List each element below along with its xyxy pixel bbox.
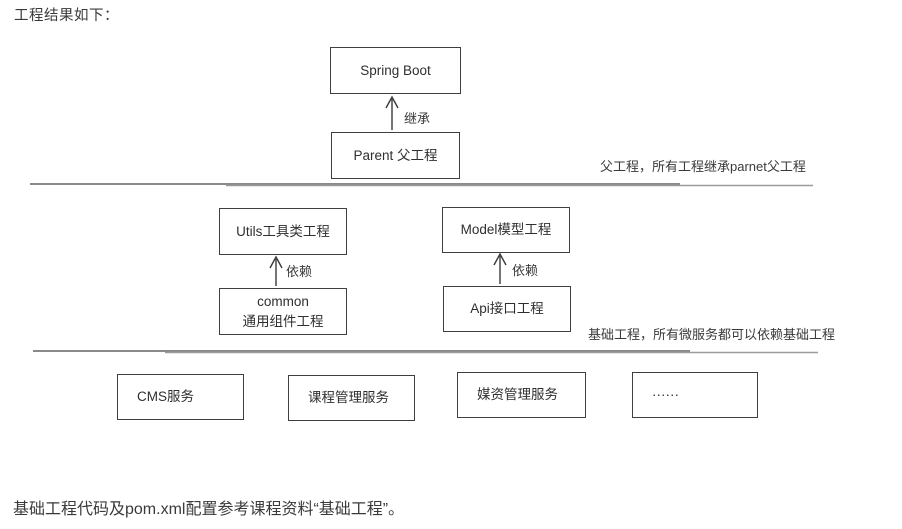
parent-project-box: Parent 父工程 [331,132,460,179]
divider-line-top [30,183,813,187]
course-service-box: 课程管理服务 [288,375,415,421]
media-service-label: 媒资管理服务 [477,387,558,403]
inherit-edge-label: 继承 [404,111,431,126]
depend-arrow-right-icon [493,252,507,284]
model-project-box: Model模型工程 [442,207,570,253]
more-services-box: ······ [632,372,758,418]
model-project-label: Model模型工程 [460,222,552,238]
cms-service-box: CMS服务 [117,374,244,420]
media-service-box: 媒资管理服务 [457,372,586,418]
depend-edge-label-left: 依赖 [286,264,313,279]
spring-boot-label: Spring Boot [360,62,431,78]
intro-text: 工程结果如下： [14,8,119,24]
utils-project-box: Utils工具类工程 [219,208,347,255]
depend-edge-label-right: 依赖 [512,263,539,278]
footer-text: 基础工程代码及pom.xml配置参考课程资料“基础工程”。 [13,501,405,518]
course-service-label: 课程管理服务 [308,390,389,406]
more-services-label: ······ [652,387,679,403]
spring-boot-box: Spring Boot [330,47,461,94]
parent-project-label: Parent 父工程 [353,147,438,163]
api-project-label: Api接口工程 [470,301,544,317]
inherit-arrow-icon [385,95,399,130]
divider-line-bottom [33,350,818,354]
parent-note: 父工程，所有工程继承parnet父工程 [600,159,806,174]
api-project-box: Api接口工程 [443,286,571,332]
common-project-box: common 通用组件工程 [219,288,347,335]
common-project-label-line1: common [257,293,309,309]
base-project-note: 基础工程，所有微服务都可以依赖基础工程 [588,327,836,342]
common-project-label-line2: 通用组件工程 [242,313,324,329]
utils-project-label: Utils工具类工程 [236,223,330,239]
cms-service-label: CMS服务 [137,389,194,405]
depend-arrow-left-icon [269,255,283,286]
